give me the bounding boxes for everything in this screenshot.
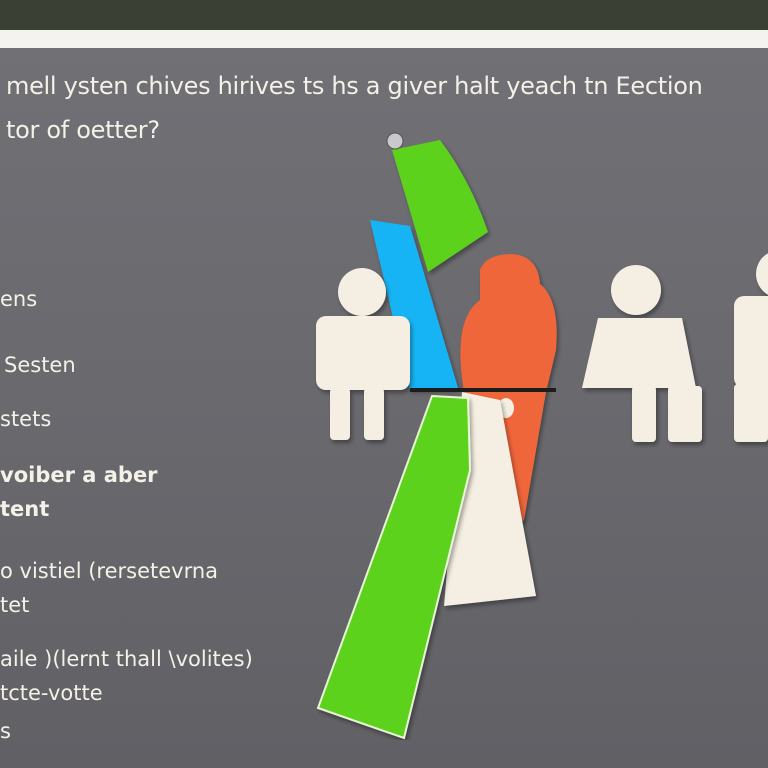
list-item: s (0, 714, 11, 748)
list-item: stets (0, 402, 51, 436)
list-item-line: tet (0, 593, 30, 617)
list-item-line: tcte-votte (0, 681, 103, 705)
flag-pin-icon (386, 132, 404, 150)
list-item-line: tent (0, 497, 50, 521)
list-item-line: ens (0, 287, 38, 311)
list-item-line: aile )(lernt thall \volites) (0, 647, 253, 671)
blue-wedge-shape (370, 220, 458, 390)
top-bar (0, 0, 768, 30)
green-flag-shape (392, 140, 488, 272)
list-item: o vistiel (rersetevrna tet (0, 554, 218, 622)
list-item: Sesten (4, 348, 76, 382)
person-icon (582, 265, 702, 442)
green-wedge-shape (316, 394, 472, 740)
list-item-line: o vistiel (rersetevrna (0, 559, 219, 583)
heading-line-2: tor of oetter? (6, 116, 160, 144)
slide-top-border (0, 30, 768, 48)
list-item: ens (0, 282, 37, 316)
person-icon (734, 253, 768, 442)
list-item-line: voiber a aber (0, 463, 158, 487)
person-icon (316, 268, 410, 440)
voters-illustration (316, 132, 768, 740)
heading-line-1: mell ysten chives hirives ts hs a giver … (6, 72, 703, 100)
list-item-line: s (0, 719, 11, 743)
list-item-line: Sesten (4, 353, 76, 377)
slide-heading: mell ysten chives hirives ts hs a giver … (6, 64, 703, 152)
list-item: voiber a aber tent (0, 458, 158, 526)
list-item: aile )(lernt thall \volites) tcte-votte (0, 642, 253, 710)
list-item-line: stets (0, 407, 52, 431)
